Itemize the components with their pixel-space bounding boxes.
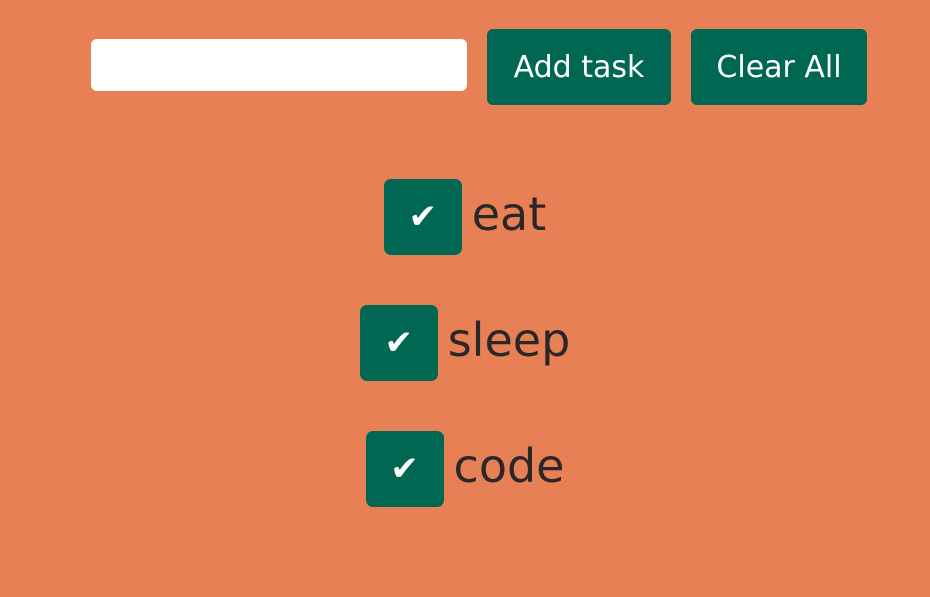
check-icon[interactable]: ✔ bbox=[359, 305, 438, 381]
check-icon[interactable]: ✔ bbox=[365, 431, 444, 507]
check-icon[interactable]: ✔ bbox=[383, 179, 462, 255]
task-item-eat: ✔ eat bbox=[0, 179, 930, 255]
task-input[interactable] bbox=[91, 39, 467, 91]
task-label: code bbox=[453, 439, 565, 493]
task-list: ✔ eat ✔ sleep ✔ code bbox=[0, 179, 930, 557]
clear-all-button[interactable]: Clear All bbox=[691, 29, 867, 105]
add-task-button[interactable]: Add task bbox=[487, 29, 671, 105]
task-label: eat bbox=[471, 187, 547, 241]
task-item-code: ✔ code bbox=[0, 431, 930, 507]
task-item-sleep: ✔ sleep bbox=[0, 305, 930, 381]
task-label: sleep bbox=[447, 313, 571, 367]
